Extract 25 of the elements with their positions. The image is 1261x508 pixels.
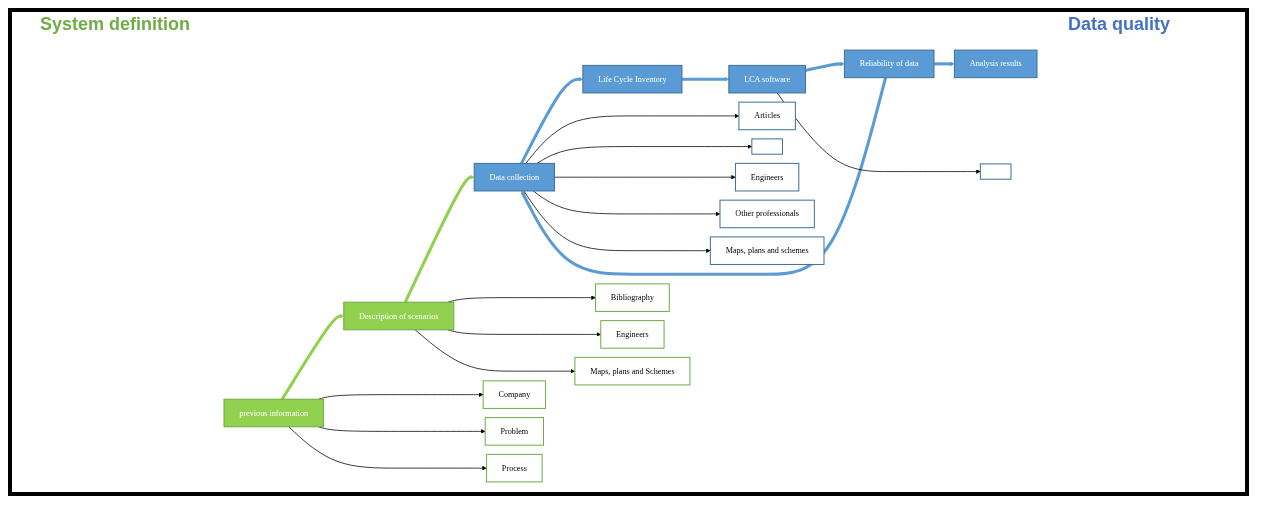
node-box — [751, 138, 783, 155]
node-box: Company — [482, 380, 547, 409]
node-box: Maps, plans and schemes — [709, 236, 825, 265]
arrow — [280, 313, 344, 401]
arrow — [403, 174, 475, 303]
node-box: Reliability of data — [843, 49, 935, 79]
node-box: Maps, plans and Schemes — [574, 356, 691, 386]
node-box: Articles — [738, 101, 796, 131]
node-box: Bibliography — [595, 283, 670, 312]
node-box — [979, 163, 1012, 180]
node-box: Engineers — [600, 320, 665, 349]
node-box: Engineers — [735, 162, 800, 192]
node-box: Life Cycle Inventory — [582, 64, 683, 94]
arrow — [805, 61, 845, 72]
node-box: Description of scenarios — [343, 301, 455, 331]
section-heading: System definition — [40, 14, 191, 35]
node-box: Process — [486, 453, 543, 483]
node-box: Data collection — [473, 162, 555, 192]
node-box: Problem — [484, 417, 544, 446]
node-box: Other professionals — [719, 199, 815, 229]
arrow — [934, 61, 955, 67]
section-heading: Data quality — [1067, 14, 1170, 35]
node-box: previous information — [223, 398, 324, 428]
node-box: LCA software — [728, 64, 806, 94]
node-box: Analysis results — [953, 49, 1038, 79]
